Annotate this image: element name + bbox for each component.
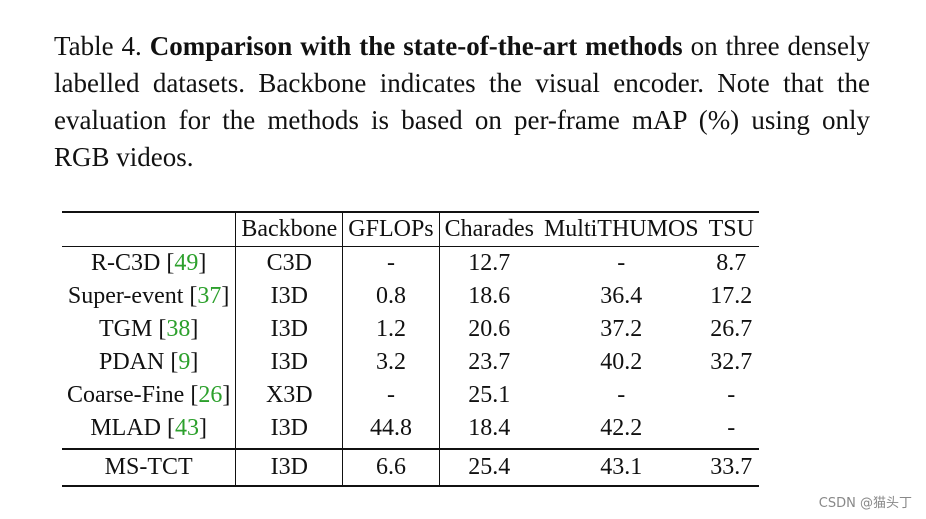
table-row: MLAD [43] I3D 44.8 18.4 42.2 - — [62, 412, 759, 449]
method-name-ours: MS-TCT — [104, 454, 193, 480]
charades-cell: 25.1 — [438, 379, 539, 412]
method-name: TGM — [98, 316, 153, 342]
multithumos-cell: - — [617, 250, 626, 276]
method-cell: Super-event [37] — [67, 283, 230, 309]
charades-cell: 18.6 — [438, 280, 539, 313]
charades-cell: 12.7 — [438, 246, 539, 280]
citation-link[interactable]: 38 — [166, 316, 191, 342]
multithumos-cell: - — [617, 382, 626, 408]
gflops-cell: 1.2 — [342, 313, 440, 346]
method-name: PDAN — [98, 349, 165, 375]
backbone-cell: I3D — [235, 280, 343, 313]
backbone-cell: I3D — [235, 412, 343, 449]
backbone-cell: C3D — [235, 246, 343, 280]
header-backbone: Backbone — [235, 212, 343, 247]
method-cell: PDAN [9] — [98, 349, 199, 375]
charades-cell: 23.7 — [438, 346, 539, 379]
table-row-ours: MS-TCT I3D 6.6 25.4 43.1 33.7 — [62, 449, 759, 486]
tsu-cell: 17.2 — [710, 283, 753, 309]
table-row: PDAN [9] I3D 3.2 23.7 40.2 32.7 — [62, 346, 759, 379]
gflops-cell: 6.6 — [342, 449, 440, 486]
tsu-cell: 32.7 — [710, 349, 753, 375]
tsu-cell: 26.7 — [710, 316, 753, 342]
multithumos-cell: 43.1 — [600, 454, 643, 480]
citation-link[interactable]: 49 — [174, 250, 199, 276]
backbone-cell: X3D — [235, 379, 343, 412]
method-name: MLAD — [90, 415, 161, 441]
watermark: CSDN @猫头丁 — [818, 496, 912, 511]
tsu-cell: 8.7 — [716, 250, 747, 276]
method-cell: TGM [38] — [98, 316, 199, 342]
header-tsu: TSU — [708, 216, 754, 242]
header-gflops: GFLOPs — [342, 212, 440, 247]
tsu-cell: 33.7 — [710, 454, 753, 480]
caption-bold-title: Comparison with the state-of-the-art met… — [149, 31, 683, 61]
results-table: Backbone GFLOPs Charades MultiTHUMOS TSU… — [62, 211, 759, 487]
charades-cell: 20.6 — [438, 313, 539, 346]
tsu-cell: - — [727, 415, 736, 441]
gflops-cell: 44.8 — [342, 412, 440, 449]
gflops-cell: 0.8 — [342, 280, 440, 313]
table-caption: Table 4. Comparison with the state-of-th… — [54, 28, 870, 176]
charades-cell: 25.4 — [438, 449, 539, 486]
citation-link[interactable]: 37 — [197, 283, 222, 309]
citation-link[interactable]: 43 — [174, 415, 199, 441]
multithumos-cell: 42.2 — [600, 415, 643, 441]
citation-link[interactable]: 26 — [198, 382, 223, 408]
table-row: R-C3D [49] C3D - 12.7 - 8.7 — [62, 246, 759, 280]
tsu-cell: - — [727, 382, 736, 408]
method-name: Coarse-Fine — [67, 382, 185, 408]
method-cell: MLAD [43] — [90, 415, 207, 441]
method-cell: R-C3D [49] — [90, 250, 207, 276]
method-name: Super-event — [67, 283, 184, 309]
header-multithumos: MultiTHUMOS — [543, 216, 699, 242]
header-charades: Charades — [438, 212, 539, 247]
gflops-cell: 3.2 — [342, 346, 440, 379]
charades-cell: 18.4 — [438, 412, 539, 449]
table-row: Coarse-Fine [26] X3D - 25.1 - - — [62, 379, 759, 412]
gflops-cell: - — [342, 246, 440, 280]
multithumos-cell: 37.2 — [600, 316, 643, 342]
backbone-cell: I3D — [235, 346, 343, 379]
table-row: TGM [38] I3D 1.2 20.6 37.2 26.7 — [62, 313, 759, 346]
multithumos-cell: 40.2 — [600, 349, 643, 375]
citation-link[interactable]: 9 — [178, 349, 191, 375]
caption-label: Table 4. — [54, 31, 142, 61]
caption-text: on three densely labelled datasets. Back… — [54, 31, 871, 172]
table-header-row: Backbone GFLOPs Charades MultiTHUMOS TSU — [62, 212, 759, 247]
backbone-cell: I3D — [235, 313, 343, 346]
gflops-cell: - — [342, 379, 440, 412]
method-name: R-C3D — [90, 250, 161, 276]
header-method — [62, 212, 236, 247]
table-row: Super-event [37] I3D 0.8 18.6 36.4 17.2 — [62, 280, 759, 313]
backbone-cell: I3D — [235, 449, 343, 486]
multithumos-cell: 36.4 — [600, 283, 643, 309]
method-cell: Coarse-Fine [26] — [67, 382, 231, 408]
